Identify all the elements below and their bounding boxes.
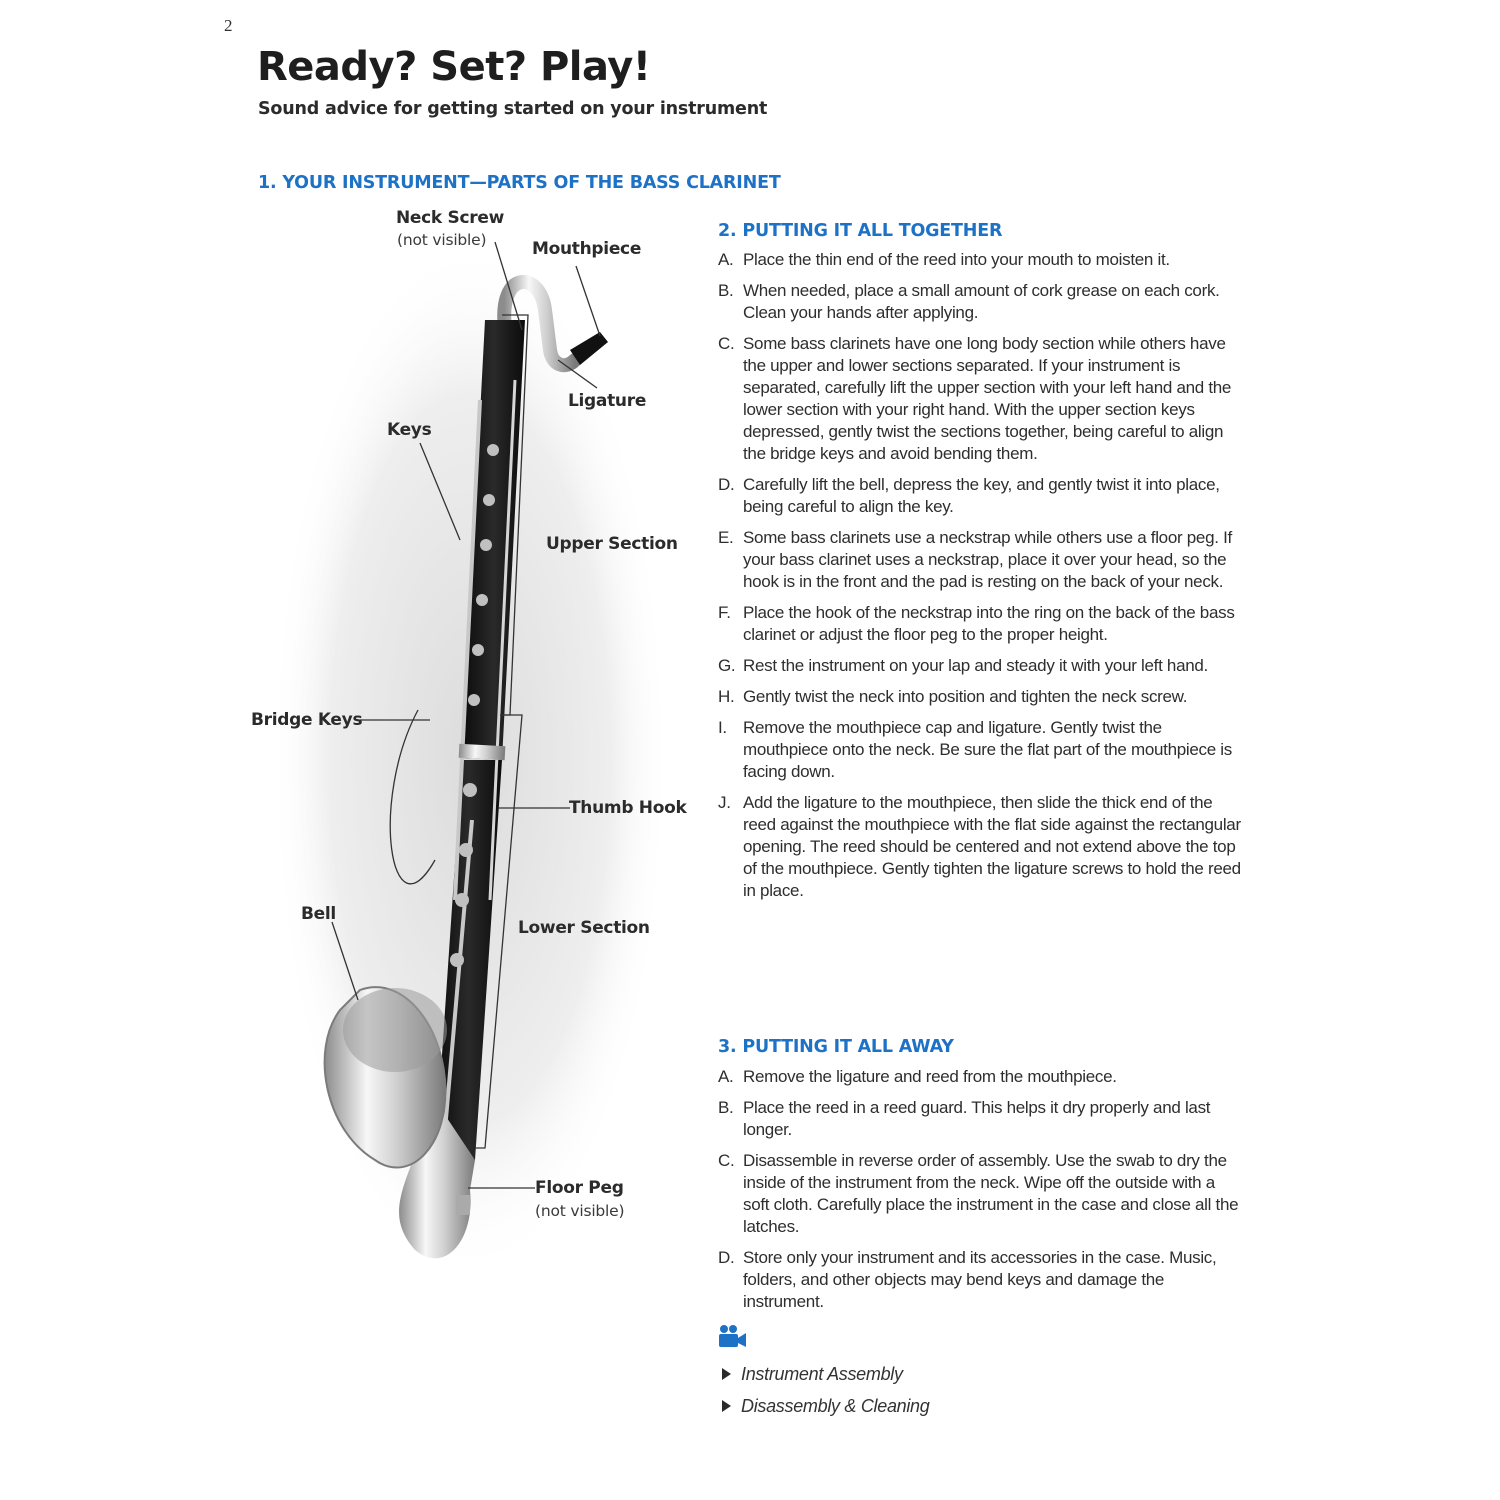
list-item: A.Place the thin end of the reed into yo… [718, 250, 1170, 269]
list-item: A.Remove the ligature and reed from the … [718, 1067, 1117, 1086]
label-keys: Keys [387, 420, 432, 440]
video-camera-icon [719, 1325, 746, 1347]
instrument-body [323, 275, 608, 1259]
play-triangle-icon [722, 1368, 731, 1380]
list-item: F.Place the hook of the neckstrap into t… [718, 603, 1235, 644]
section-heading-putting-together: 2. PUTTING IT ALL TOGETHER [718, 221, 1003, 241]
label-ligature: Ligature [568, 391, 647, 411]
list-item: I.Remove the mouthpiece cap and ligature… [718, 718, 1232, 781]
assembly-steps-list: A.Place the thin end of the reed into yo… [718, 249, 1243, 902]
label-floor-peg: Floor Peg [535, 1178, 624, 1198]
list-item: E.Some bass clarinets use a neckstrap wh… [718, 528, 1232, 591]
page-title: Ready? Set? Play! [257, 44, 651, 90]
page-number: 2 [224, 16, 233, 35]
label-bridge-keys: Bridge Keys [251, 710, 363, 730]
label-thumb-hook: Thumb Hook [569, 798, 687, 818]
bass-clarinet-diagram: Neck Screw (not visible) Mouthpiece Liga… [240, 200, 710, 1280]
list-item: B.When needed, place a small amount of c… [718, 281, 1220, 322]
list-item: B.Place the reed in a reed guard. This h… [718, 1098, 1211, 1139]
section-heading-instrument-parts: 1. YOUR INSTRUMENT—PARTS OF THE BASS CLA… [258, 173, 781, 193]
label-mouthpiece: Mouthpiece [532, 239, 642, 259]
label-neck-screw: Neck Screw [396, 208, 504, 228]
video-links-list: Instrument Assembly Disassembly & Cleani… [722, 1358, 930, 1422]
video-link-instrument-assembly[interactable]: Instrument Assembly [722, 1358, 929, 1390]
label-upper-section: Upper Section [546, 534, 678, 554]
list-item: C.Disassemble in reverse order of assemb… [718, 1151, 1239, 1236]
video-link-disassembly-cleaning[interactable]: Disassembly & Cleaning [722, 1390, 930, 1422]
disassembly-steps-list: A.Remove the ligature and reed from the … [718, 1066, 1243, 1313]
label-neck-screw-note: (not visible) [397, 231, 487, 249]
list-item: J.Add the ligature to the mouthpiece, th… [718, 793, 1241, 900]
play-triangle-icon [722, 1400, 731, 1412]
label-floor-peg-note: (not visible) [535, 1202, 625, 1220]
list-item: H.Gently twist the neck into position an… [718, 687, 1188, 706]
bass-clarinet-illustration [270, 240, 670, 1280]
list-item: G.Rest the instrument on your lap and st… [718, 656, 1208, 675]
list-item: D.Store only your instrument and its acc… [718, 1248, 1217, 1311]
label-lower-section: Lower Section [518, 918, 650, 938]
list-item: D.Carefully lift the bell, depress the k… [718, 475, 1220, 516]
leader-lines [331, 241, 601, 1189]
page-subtitle: Sound advice for getting started on your… [258, 99, 768, 119]
label-bell: Bell [301, 904, 336, 924]
list-item: C.Some bass clarinets have one long body… [718, 334, 1232, 463]
section-heading-putting-away: 3. PUTTING IT ALL AWAY [718, 1037, 954, 1057]
